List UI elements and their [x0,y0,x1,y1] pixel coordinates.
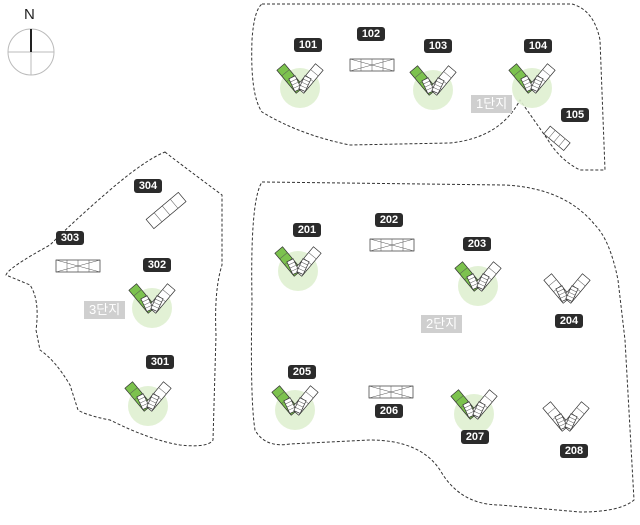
zone-3-boundary [5,151,223,447]
building-label-101: 101 [294,38,322,52]
building-label-102: 102 [357,27,385,41]
building-205 [271,385,319,430]
building-label-201: 201 [293,223,321,237]
building-207 [450,389,498,434]
building-label-204: 204 [555,314,583,328]
building-104 [508,63,556,108]
building-304 [145,191,187,230]
building-label-304: 304 [134,179,162,193]
building-206 [368,385,414,399]
building-label-208: 208 [560,444,588,458]
zone-label-2: 2단지 [421,315,463,333]
building-204 [543,273,591,304]
building-208 [542,401,590,432]
building-102 [349,58,395,72]
zone-2-boundary [250,181,635,513]
building-label-207: 207 [461,430,489,444]
zone-label-3: 3단지 [84,301,126,319]
building-label-105: 105 [561,108,589,122]
zone-1-boundary [251,3,606,171]
building-label-104: 104 [524,39,552,53]
building-label-205: 205 [288,365,316,379]
building-label-206: 206 [375,404,403,418]
zone-label-1: 1단지 [471,95,513,113]
building-label-303: 303 [56,231,84,245]
building-label-302: 302 [143,258,171,272]
building-label-301: 301 [146,355,174,369]
building-302 [128,283,176,328]
compass [7,28,55,76]
buildings-layer [55,58,591,434]
building-301 [124,381,172,426]
building-101 [276,63,324,108]
building-label-103: 103 [424,39,452,53]
building-label-202: 202 [375,213,403,227]
building-103 [409,65,457,110]
building-label-203: 203 [463,237,491,251]
building-203 [454,261,502,306]
building-105 [543,125,571,152]
building-303 [55,259,101,273]
north-label: N [24,6,35,23]
building-202 [369,238,415,252]
building-201 [274,246,322,291]
